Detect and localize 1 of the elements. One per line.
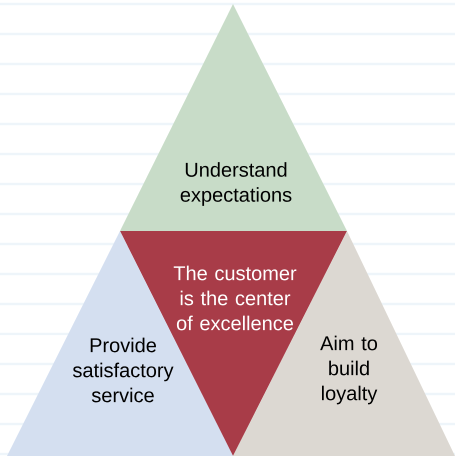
triangle: Understand expectations xyxy=(120,4,347,231)
